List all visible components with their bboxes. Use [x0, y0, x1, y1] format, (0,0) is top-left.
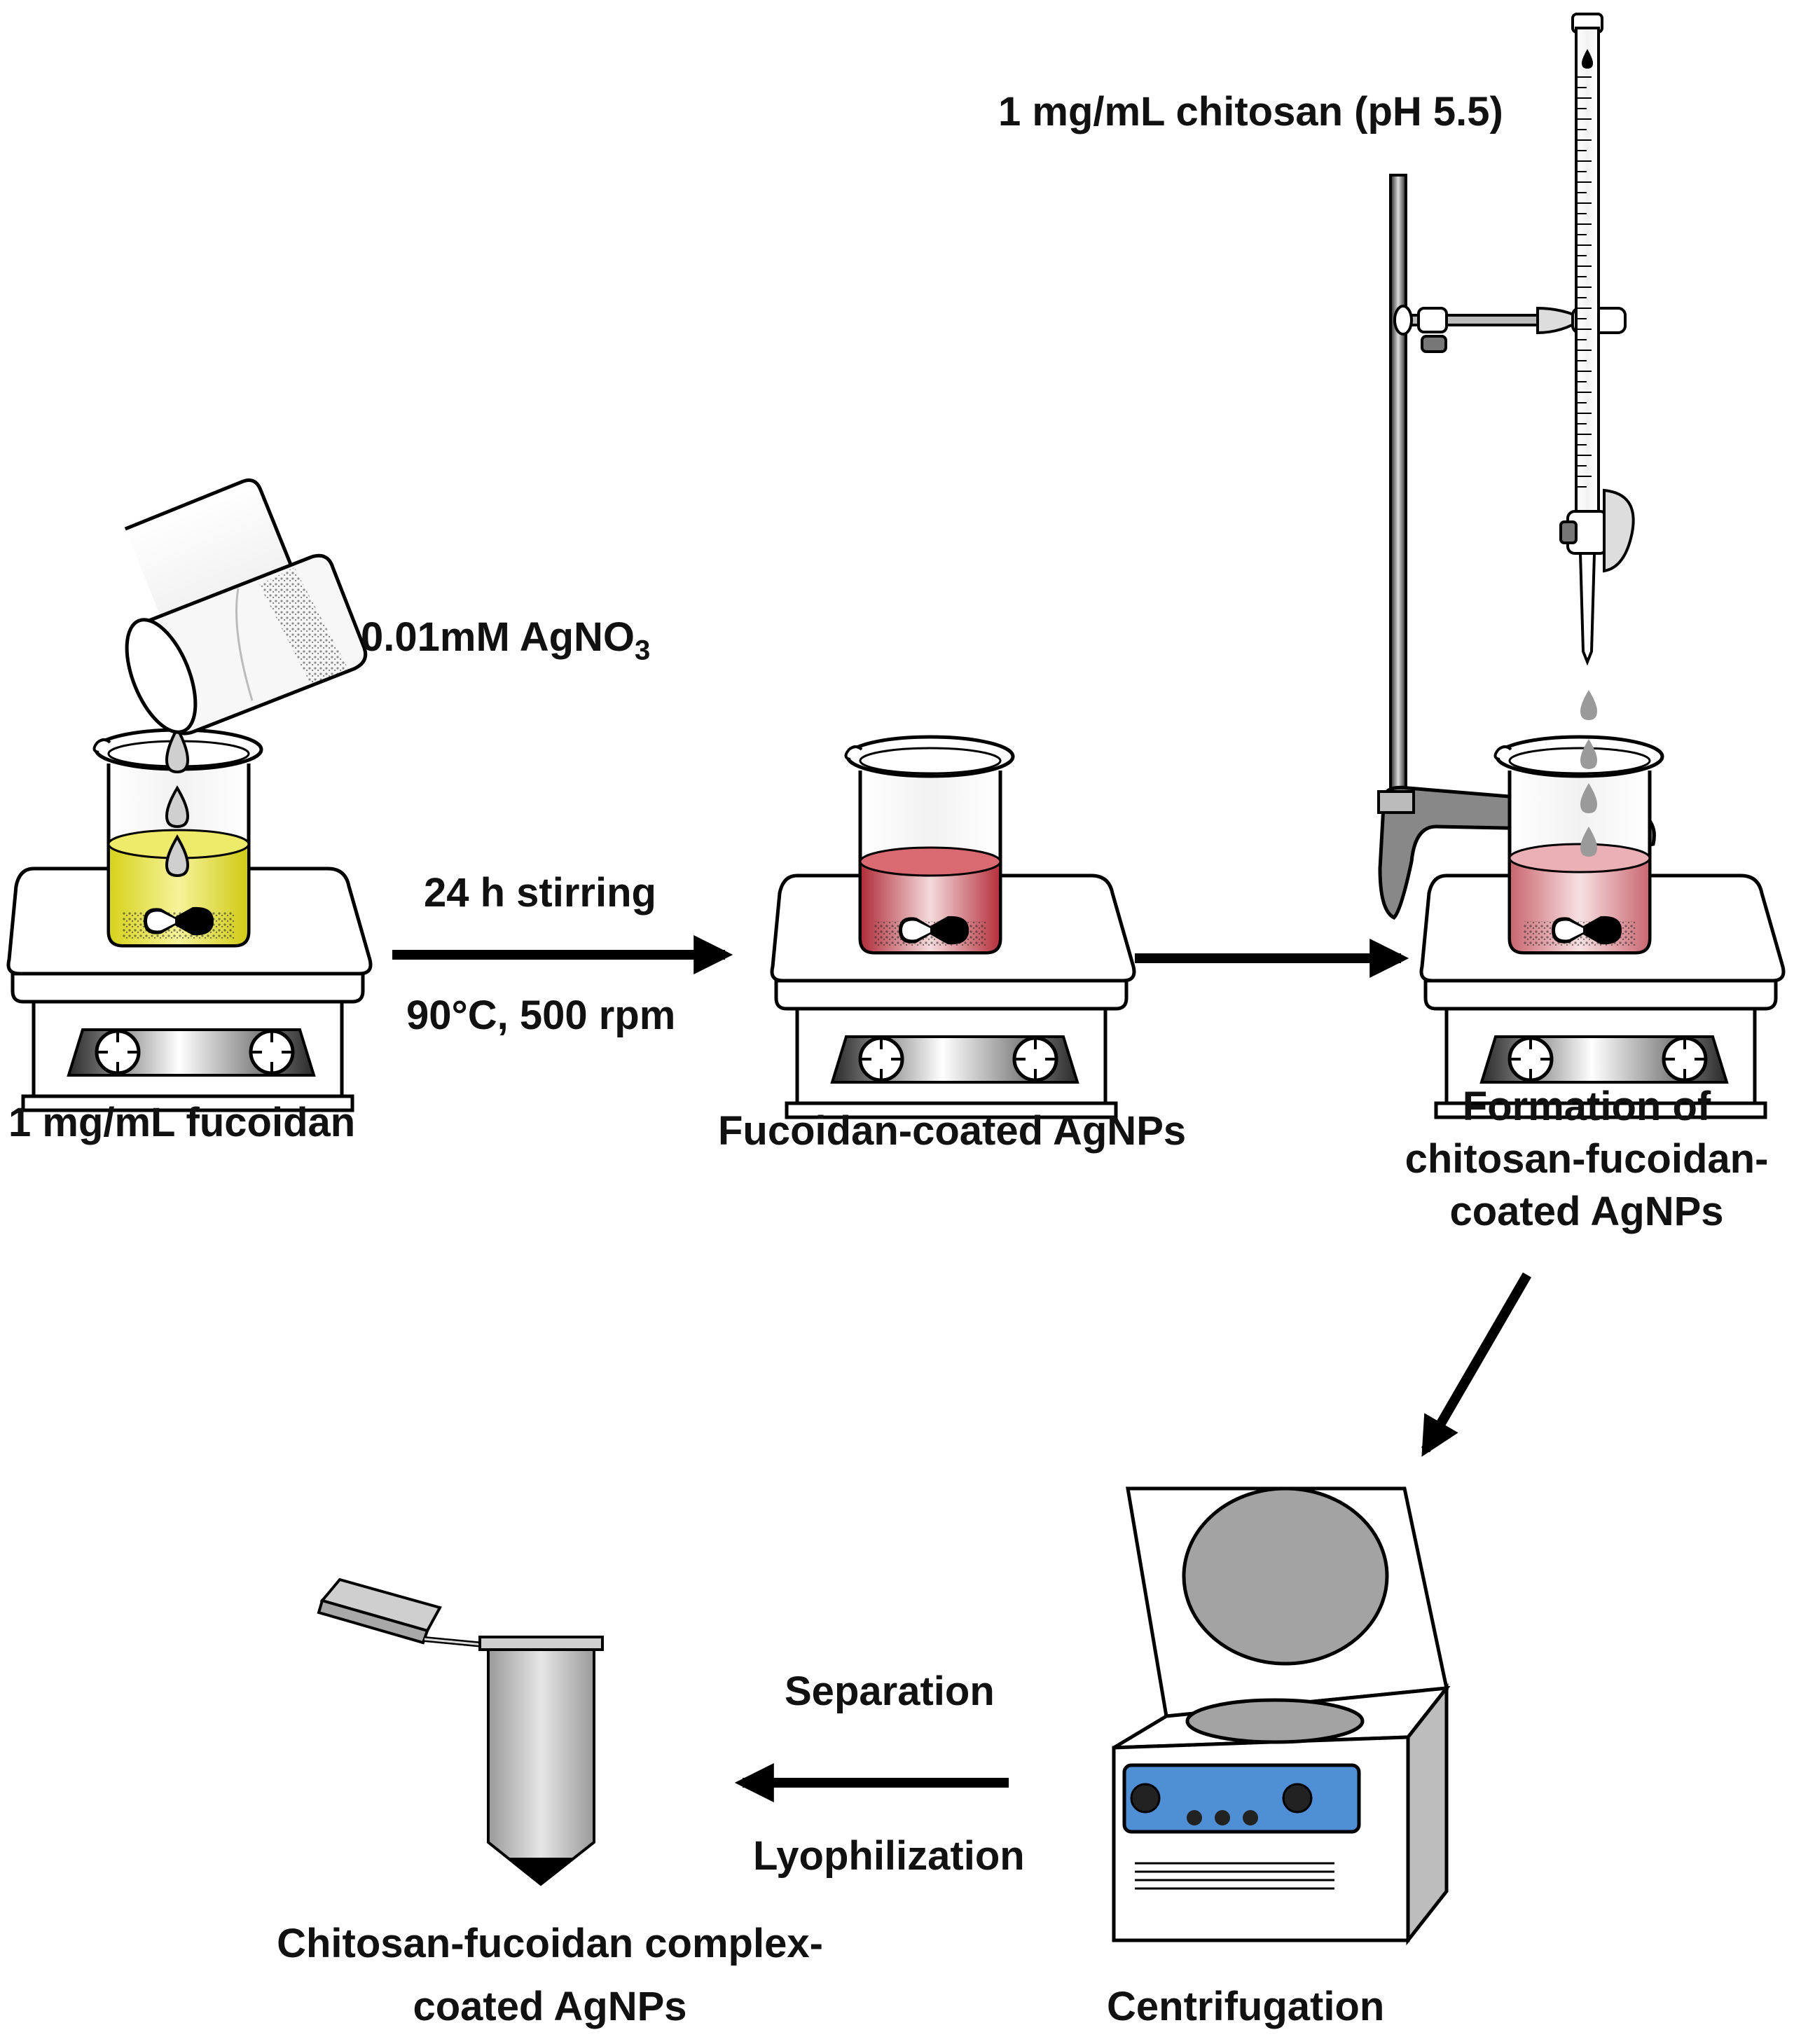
burette-icon [1559, 13, 1635, 666]
label-agno3: 0.01mM AgNO3 [361, 613, 650, 668]
chitosan-droplets-icon [1580, 690, 1597, 857]
label-agno3-main: 0.01mM AgNO [361, 614, 635, 660]
label-fucoidan: 1 mg/mL fucoidan [8, 1100, 356, 1145]
label-chitosan: 1 mg/mL chitosan (pH 5.5) [998, 89, 1503, 134]
beaker-red-icon [846, 737, 1013, 953]
centrifuge-icon [1112, 1486, 1451, 1946]
microcentrifuge-tube-icon [317, 1577, 604, 1886]
label-formation-line1: Formation of [1462, 1084, 1711, 1129]
label-lyophilization: Lyophilization [753, 1833, 1025, 1879]
beaker-pink-icon [1495, 737, 1662, 953]
label-stirring-conditions: 90°C, 500 rpm [406, 993, 676, 1038]
beaker-fucoidan-icon [94, 730, 261, 946]
label-formation-line3: coated AgNPs [1449, 1189, 1724, 1234]
label-separation: Separation [785, 1669, 995, 1714]
agno3-droplets-icon [165, 725, 190, 878]
label-formation-line2: chitosan-fucoidan- [1405, 1136, 1769, 1182]
label-product-line2: coated AgNPs [413, 1984, 687, 2029]
pouring-beaker-glass-icon [125, 553, 368, 736]
arrow-step3-icon [1421, 1272, 1532, 1457]
label-centrifugation: Centrifugation [1107, 1984, 1385, 2029]
label-product-line1: Chitosan-fucoidan complex- [277, 1921, 823, 1966]
label-fucoidan-coated: Fucoidan-coated AgNPs [718, 1108, 1187, 1154]
label-stirring-time: 24 h stirring [424, 870, 656, 916]
label-agno3-subscript: 3 [635, 635, 651, 666]
